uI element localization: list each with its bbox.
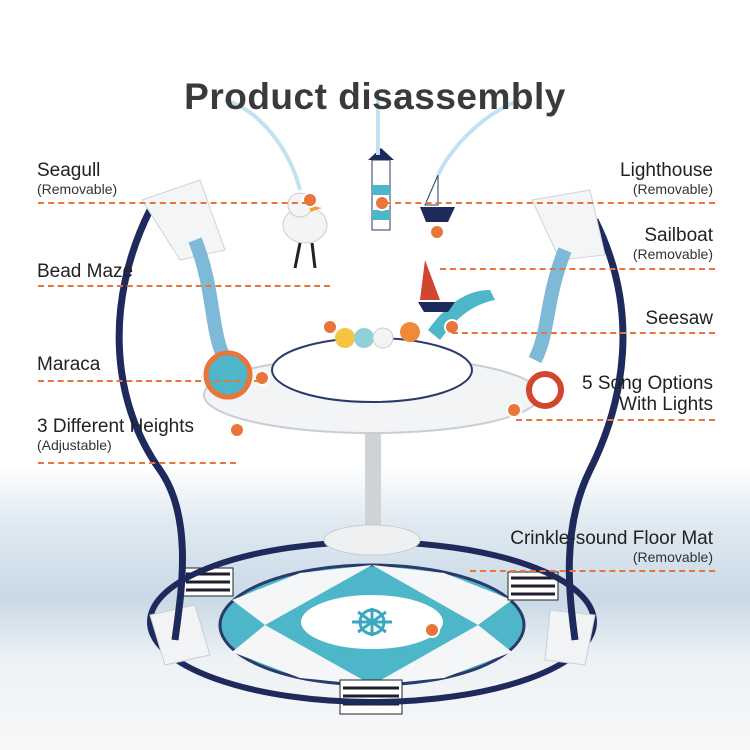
label-songs: 5 Song Options With Lights — [582, 373, 713, 415]
frame-arch-right — [565, 218, 627, 641]
lighthouse-toy — [368, 148, 394, 231]
label-heights-note: (Adjustable) — [37, 437, 112, 453]
leader-seesaw — [452, 332, 715, 334]
leader-maraca — [38, 380, 260, 382]
label-seagull-note: (Removable) — [37, 181, 118, 197]
label-lighthouse-name: Lighthouse — [620, 160, 713, 181]
leader-songs — [516, 419, 715, 421]
maraca-toy — [203, 350, 253, 400]
arm-right — [531, 189, 606, 261]
page-title: Product disassembly — [184, 76, 566, 117]
leader-heights — [38, 462, 236, 464]
label-seagull: Seagull (Removable) — [37, 160, 117, 197]
label-songs-line1: 5 Song Options — [582, 373, 713, 394]
foot-right — [544, 609, 596, 666]
leader-floor-mat — [470, 570, 715, 572]
label-floor-mat: Crinkle-sound Floor Mat (Removable) — [510, 528, 713, 565]
leader-seagull — [38, 202, 308, 204]
label-bead-maze: Bead Maze — [37, 261, 133, 282]
spring-right — [528, 247, 572, 364]
label-heights-name: 3 Different Heights — [37, 416, 195, 437]
lifebuoy-toy — [526, 371, 564, 409]
leader-sailboat — [440, 268, 715, 270]
label-sailboat: Sailboat (Removable) — [633, 225, 713, 262]
spring-left — [188, 237, 232, 364]
boat-toy-hanging — [420, 174, 455, 222]
center-post — [365, 420, 381, 540]
label-heights: 3 Different Heights (Adjustable) — [37, 416, 194, 453]
label-lighthouse: Lighthouse (Removable) — [620, 160, 713, 197]
post-base — [323, 524, 421, 556]
label-seagull-name: Seagull — [37, 160, 101, 181]
label-songs-line2: With Lights — [619, 394, 713, 415]
label-seesaw: Seesaw — [645, 308, 713, 329]
arm-left — [141, 179, 226, 261]
sailboat-toy — [418, 260, 455, 312]
leader-lighthouse — [385, 202, 715, 204]
ship-wheel-icon — [352, 608, 392, 636]
label-sailboat-note: (Removable) — [632, 246, 713, 262]
label-sailboat-name: Sailboat — [644, 225, 713, 246]
leader-bead-maze — [38, 285, 330, 287]
seat-cushion — [271, 337, 473, 403]
label-lighthouse-note: (Removable) — [632, 181, 713, 197]
label-maraca-name: Maraca — [37, 354, 101, 375]
label-maraca: Maraca — [37, 354, 100, 375]
bead-maze-toy — [335, 322, 420, 349]
label-bead-maze-name: Bead Maze — [37, 261, 134, 282]
label-seesaw-name: Seesaw — [645, 308, 713, 329]
label-floor-mat-note: (Removable) — [632, 549, 713, 565]
label-floor-mat-name: Crinkle-sound Floor Mat — [510, 528, 713, 549]
